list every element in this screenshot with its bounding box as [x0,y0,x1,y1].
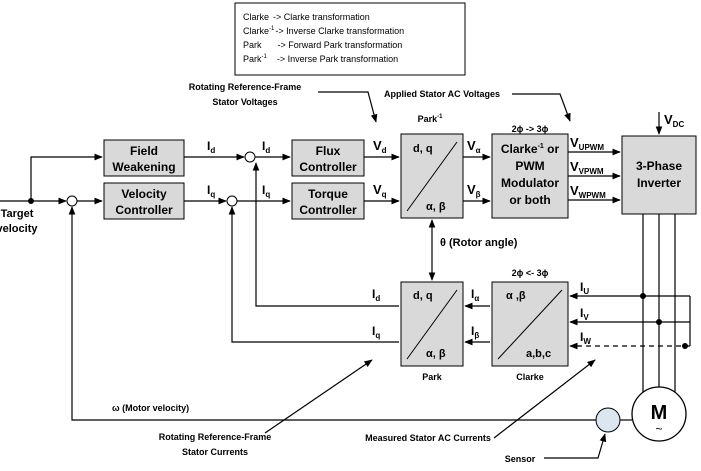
annotation-rotating-voltages-1: Rotating Reference-Frame [189,82,302,92]
svg-text:or both: or both [509,193,550,207]
id-ref-label: Id [207,139,215,155]
svg-text:Modulator: Modulator [501,176,559,190]
vq-label: Vq [373,182,387,199]
clarke-block: α ,β a,b,c [491,281,569,367]
svg-text:d, q: d, q [413,290,433,302]
applied-voltages-pointer-arrow [512,93,571,122]
svg-text:Clarke-1 or: Clarke-1 or [501,142,560,156]
svg-text:Flux: Flux [316,144,341,158]
three-phase-inverter-block: 3-Phase Inverter [621,135,697,215]
legend-row-3: Park-> Forward Park transformation [243,40,402,50]
vv-pwm-label: VVPWM [570,159,604,176]
two-to-three-phase-label: 2ϕ -> 3ϕ [512,124,549,134]
sensor-symbol [595,407,621,433]
field-weakening-block: Field Weakening [103,139,185,177]
flux-sum-junction [244,151,256,163]
motor-velocity-label: ω (Motor velocity) [112,403,189,413]
park-caption: Park [422,372,443,382]
sensor-label: Sensor [505,454,536,464]
svg-text:Controller: Controller [299,203,357,217]
clarke-caption: Clarke [516,372,544,382]
iq-error-label: Iq [262,183,270,199]
iq-feedback-wire [228,206,399,343]
target-velocity-label-1: Target [1,208,34,220]
svg-text:Controller: Controller [299,160,357,174]
vdc-label: VDC [664,112,684,129]
measured-currents-pointer-arrow [493,359,596,439]
iw-label: IW [580,330,591,346]
annotation-rotating-voltages-2: Stator Voltages [212,97,277,107]
iu-label: IU [580,280,589,296]
vu-pwm-label: VUPWM [570,135,604,152]
to-field-weakening-wire [30,153,103,201]
svg-text:Controller: Controller [115,203,173,217]
phase-v-tap-dot [656,319,662,325]
svg-text:α ,β: α ,β [506,290,526,302]
svg-text:a,b,c: a,b,c [526,348,551,360]
park-inverse-caption: Park-1 [418,114,444,124]
ialpha-label: Iα [471,287,479,303]
valpha-label: Vα [467,138,481,155]
phase-w-tap-dot [682,343,688,349]
target-velocity-label-2: velocity [0,223,38,235]
vbeta-label: Vβ [467,182,481,199]
annotation-rotating-currents-1: Rotating Reference-Frame [159,432,272,442]
annotation-rotating-currents-2: Stator Currents [182,447,248,457]
annotation-measured-currents: Measured Stator AC Currents [365,433,491,443]
svg-text:3-Phase: 3-Phase [636,159,682,173]
id-feedback-label: Id [372,287,380,303]
legend-box: Clarke-> Clarke transformation Clarke-1-… [234,2,466,76]
flux-controller-block: Flux Controller [291,139,365,177]
velocity-controller-block: Velocity Controller [103,182,185,220]
svg-text:PWM: PWM [515,159,544,173]
vw-pwm-label: VWPWM [570,183,606,200]
svg-text:Torque: Torque [308,187,348,201]
svg-text:Field: Field [130,144,158,158]
iq-ref-label: Iq [207,183,215,199]
torque-controller-block: Torque Controller [291,182,365,220]
annotation-applied-voltages: Applied Stator AC Voltages [384,89,500,99]
svg-text:Weakening: Weakening [112,160,175,174]
svg-text:d, q: d, q [413,143,433,155]
sensor-pointer-arrow [544,433,607,459]
currents-pointer-arrow [264,359,373,434]
svg-text:Inverter: Inverter [637,176,681,190]
svg-text:M: M [651,402,668,424]
svg-text:~: ~ [655,422,662,436]
velocity-feedback-wire [68,206,596,421]
voltages-pointer-arrow [318,91,378,123]
legend-row-1: Clarke-> Clarke transformation [243,12,370,22]
svg-text:α, β: α, β [426,201,446,213]
motor-symbol: M ~ [631,386,687,442]
id-feedback-wire [252,162,399,307]
velocity-sum-junction [66,195,78,207]
id-error-label: Id [262,139,270,155]
iq-feedback-label: Iq [372,324,380,340]
three-to-two-phase-label: 2ϕ <- 3ϕ [512,268,549,278]
svg-text:Velocity: Velocity [121,187,167,201]
iv-label: IV [580,306,589,322]
park-block: d, q α, β [400,281,464,367]
inverse-park-block: d, q α, β [400,133,464,219]
ibeta-label: Iβ [471,324,479,340]
legend-row-4: Park-1-> Inverse Park transformation [243,54,398,64]
theta-label: θ (Rotor angle) [440,237,518,249]
legend-row-2: Clarke-1-> Inverse Clarke transformation [243,26,404,36]
clarke-pwm-block: Clarke-1 or PWM Modulator or both [491,133,569,219]
svg-text:α, β: α, β [426,348,446,360]
phase-u-tap-dot [640,293,646,299]
vd-label: Vd [373,138,387,155]
torque-sum-junction [226,195,238,207]
